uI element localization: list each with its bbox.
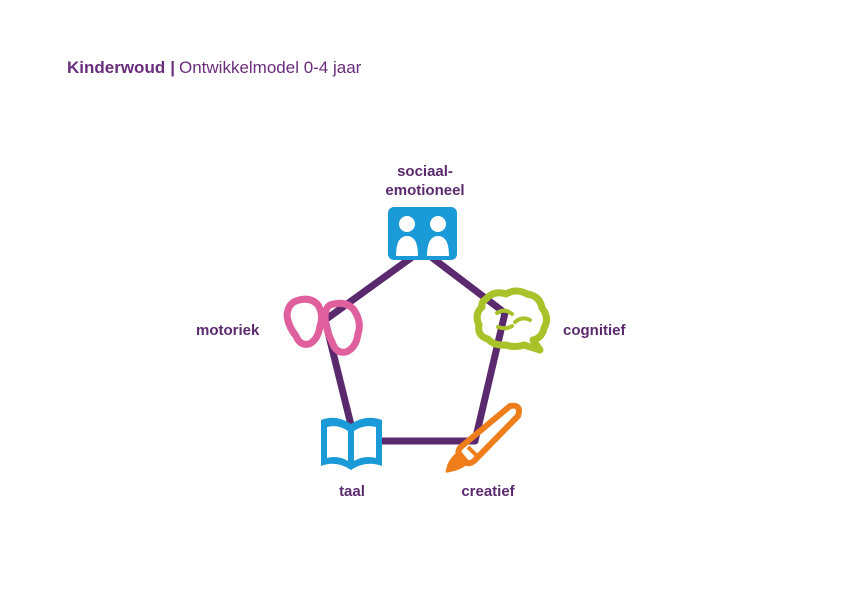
page-subtitle: Ontwikkelmodel 0-4 jaar: [178, 58, 362, 77]
label-sociaal-emotioneel: sociaal- emotioneel: [375, 162, 475, 200]
label-sociaal-line1: sociaal-: [397, 163, 453, 180]
pentagon-outline: [321, 246, 509, 445]
label-creatief: creatief: [461, 483, 515, 500]
label-taal: taal: [339, 483, 365, 500]
brand-name: Kinderwoud: [67, 58, 166, 77]
footprints-icon: [283, 295, 363, 356]
label-motoriek: motoriek: [196, 322, 260, 339]
label-cognitief: cognitief: [563, 322, 626, 339]
page-title: Kinderwoud|Ontwikkelmodel 0-4 jaar: [67, 57, 361, 79]
two-people-icon: [388, 207, 457, 260]
open-book-icon: [321, 417, 382, 470]
paintbrush-icon: [445, 402, 522, 473]
title-separator: |: [170, 58, 175, 77]
label-sociaal-line2: emotioneel: [385, 182, 465, 199]
brain-speech-bubble-icon: [473, 287, 551, 354]
